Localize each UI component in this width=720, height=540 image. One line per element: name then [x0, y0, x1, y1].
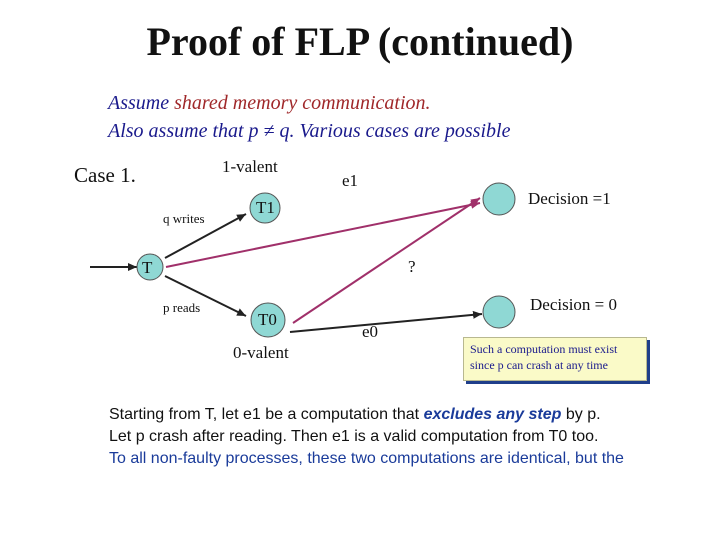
node-decision-1 [482, 182, 516, 216]
zero-valent-label: 0-valent [233, 343, 289, 362]
note-line-2: since p can crash at any time [470, 358, 608, 372]
edge-t-to-t1 [164, 213, 247, 259]
node-t [136, 253, 164, 281]
question-label: ? [408, 257, 416, 276]
note-line-1: Such a computation must exist [470, 342, 618, 356]
node-t-label: T [142, 258, 153, 277]
crash-note-callout: Such a computation must exist since p ca… [463, 337, 647, 381]
q-writes-label: q writes [163, 211, 205, 226]
node-t0-label: T0 [258, 310, 277, 329]
body-p1-suffix: by p. [565, 406, 601, 423]
node-decision-0 [482, 295, 516, 329]
page-title: Proof of FLP (continued) [146, 19, 574, 64]
body-text: Starting from T, let e1 be a computation… [109, 404, 669, 470]
assumption-line-2: Also assume that p ≠ q. Various cases ar… [108, 120, 511, 142]
edge-e1-label: e1 [342, 171, 359, 190]
body-paragraph-3: To all non-faulty processes, these two c… [109, 450, 624, 467]
node-t0 [250, 302, 286, 338]
edge-t-to-t0 [164, 275, 247, 317]
p-reads-label: p reads [163, 300, 201, 315]
edge-e0-label: e0 [362, 322, 379, 341]
case-label: Case 1. [74, 163, 136, 187]
body-p1-prefix: Starting from T, let e1 be a computation… [109, 406, 420, 423]
assumption-highlight: shared memory communication. [174, 92, 431, 114]
edge-e1-from-t [165, 200, 481, 268]
body-paragraph-2: Let p crash after reading. Then e1 is a … [109, 428, 599, 445]
body-paragraph-1: Starting from T, let e1 be a computation… [109, 404, 669, 426]
assumption-line-1: Assume shared memory communication. [108, 92, 431, 115]
node-t1 [249, 192, 281, 224]
assumption-prefix: Assume [108, 92, 170, 114]
decision-1-label: Decision =1 [528, 189, 611, 208]
edge-e1-from-t0 [292, 197, 481, 324]
decision-0-label: Decision = 0 [530, 295, 618, 314]
node-t1-label: T1 [256, 198, 275, 217]
one-valent-label: 1-valent [222, 157, 278, 176]
valency-diagram [90, 182, 516, 338]
edge-e0-from-t0 [289, 310, 483, 333]
body-p1-emphasis: excludes any step [423, 406, 562, 423]
